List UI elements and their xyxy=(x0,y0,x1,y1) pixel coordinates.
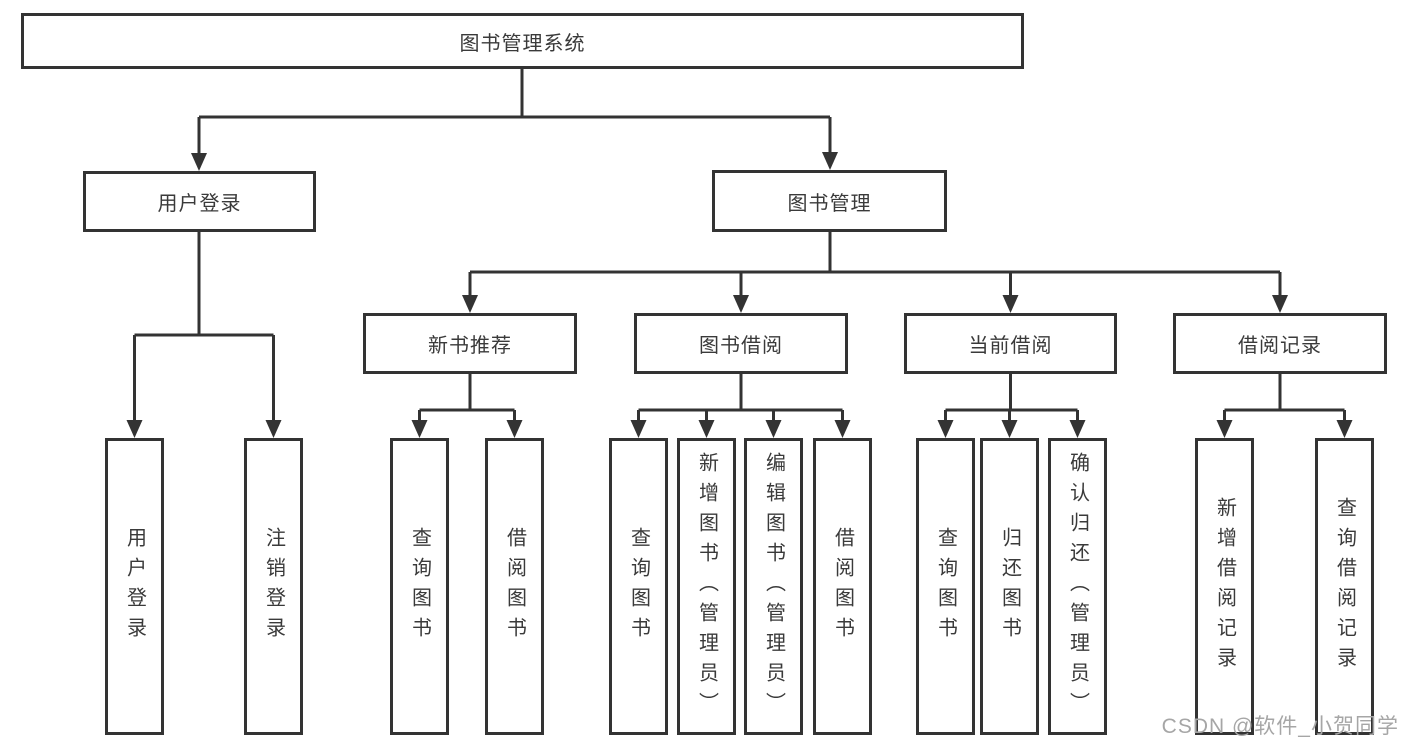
node-book-borrow: 图书借阅 xyxy=(634,313,848,374)
leaf-borrow-books-recommend: 借阅图书 xyxy=(485,438,544,735)
arrow-down-icon xyxy=(1272,295,1288,313)
connector-root-to-level2 xyxy=(197,69,832,155)
arrow-down-icon xyxy=(506,420,523,438)
arrow-down-icon xyxy=(1069,420,1086,438)
leaf-return-book: 归还图书 xyxy=(980,438,1039,735)
leaf-label: 新增图书（管理员） xyxy=(695,451,718,722)
node-new-book-recommend: 新书推荐 xyxy=(363,313,577,374)
node-current-borrow: 当前借阅 xyxy=(904,313,1117,374)
leaf-label: 新增借阅记录 xyxy=(1213,496,1236,677)
leaf-user-login: 用户登录 xyxy=(105,438,164,735)
leaf-label: 编辑图书（管理员） xyxy=(762,451,785,722)
arrow-down-icon xyxy=(411,420,428,438)
leaf-label: 确认归还（管理员） xyxy=(1066,451,1089,722)
leaf-label: 借阅图书 xyxy=(831,526,854,647)
leaf-confirm-return-admin: 确认归还（管理员） xyxy=(1048,438,1107,735)
leaf-label: 查询图书 xyxy=(934,526,957,647)
arrow-down-icon xyxy=(265,420,282,438)
arrow-down-icon xyxy=(1336,420,1353,438)
arrow-down-icon xyxy=(191,153,207,171)
leaf-logout: 注销登录 xyxy=(244,438,303,735)
node-root: 图书管理系统 xyxy=(21,13,1024,69)
leaf-label: 借阅图书 xyxy=(503,526,526,647)
arrow-down-icon xyxy=(733,295,749,313)
node-user-login: 用户登录 xyxy=(83,171,316,232)
leaf-edit-book-admin: 编辑图书（管理员） xyxy=(744,438,803,735)
leaf-label: 用户登录 xyxy=(123,526,146,647)
arrow-down-icon xyxy=(834,420,851,438)
connector-new-book-children xyxy=(418,374,516,422)
node-borrow-records: 借阅记录 xyxy=(1173,313,1387,374)
connector-book-management-children xyxy=(468,232,1282,297)
node-book-management: 图书管理 xyxy=(712,170,947,232)
leaf-query-borrow-record: 查询借阅记录 xyxy=(1315,438,1374,735)
connector-current-borrow-children xyxy=(944,374,1079,422)
arrow-down-icon xyxy=(698,420,715,438)
arrow-down-icon xyxy=(630,420,647,438)
leaf-query-books-borrow: 查询图书 xyxy=(609,438,668,735)
leaf-query-books-recommend: 查询图书 xyxy=(390,438,449,735)
arrow-down-icon xyxy=(462,295,478,313)
arrow-down-icon xyxy=(126,420,143,438)
arrow-down-icon xyxy=(1216,420,1233,438)
leaf-query-books-current: 查询图书 xyxy=(916,438,975,735)
arrow-down-icon xyxy=(937,420,954,438)
leaf-label: 查询图书 xyxy=(627,526,650,647)
leaf-add-book-admin: 新增图书（管理员） xyxy=(677,438,736,735)
arrow-down-icon xyxy=(1001,420,1018,438)
leaf-label: 查询图书 xyxy=(408,526,431,647)
arrow-down-icon xyxy=(765,420,782,438)
leaf-label: 注销登录 xyxy=(262,526,285,647)
connector-book-borrow-children xyxy=(637,374,844,422)
leaf-add-borrow-record: 新增借阅记录 xyxy=(1195,438,1254,735)
connector-user-login-children xyxy=(133,232,275,422)
leaf-borrow-books: 借阅图书 xyxy=(813,438,872,735)
connector-borrow-records-children xyxy=(1223,374,1346,422)
arrow-down-icon xyxy=(822,152,838,170)
leaf-label: 归还图书 xyxy=(998,526,1021,647)
leaf-label: 查询借阅记录 xyxy=(1333,496,1356,677)
arrow-down-icon xyxy=(1002,295,1019,313)
